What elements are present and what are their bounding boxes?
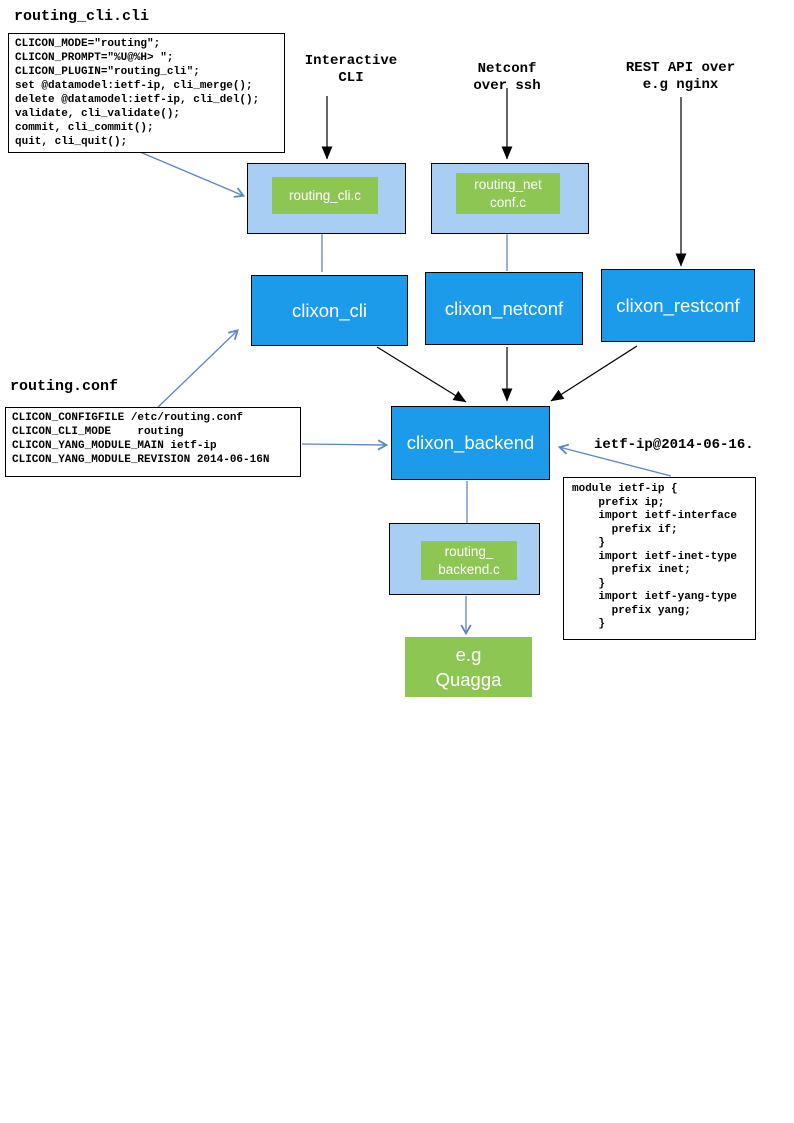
arrow-restconf-to-backend [550, 345, 638, 402]
node-quagga: e.g Quagga [405, 637, 532, 697]
file-label-ietf-ip-revision: ietf-ip@2014-06-16. [594, 437, 754, 453]
node-clixon-backend: clixon_backend [391, 406, 550, 480]
node-routing-cli-c: routing_cli.c [272, 177, 378, 214]
code-block-routing-conf: CLICON_CONFIGFILE /etc/routing.conf CLIC… [5, 407, 301, 477]
node-routing-backend-c: routing_ backend.c [421, 541, 517, 580]
arrow-clifile-to-plugin-box [139, 151, 244, 196]
caption-netconf-over-ssh: Netconf over ssh [473, 61, 541, 94]
arrow-conffile-to-clixon-cli [154, 330, 238, 411]
file-title-routing-conf: routing.conf [10, 378, 119, 395]
arrow-cli-to-backend [376, 346, 467, 403]
file-title-routing-cli-cli: routing_cli.cli [14, 8, 150, 25]
node-routing-netconf-c: routing_net conf.c [456, 173, 560, 214]
node-clixon-cli: clixon_cli [251, 275, 408, 346]
arrow-yangfile-to-backend [559, 447, 672, 477]
caption-interactive-cli: Interactive CLI [304, 53, 398, 86]
node-clixon-netconf: clixon_netconf [425, 272, 583, 345]
code-block-ietf-ip-yang: module ietf-ip { prefix ip; import ietf-… [563, 477, 756, 640]
node-clixon-restconf: clixon_restconf [601, 269, 755, 342]
caption-rest-api-nginx: REST API over e.g nginx [625, 60, 736, 93]
arrow-conffile-to-backend [301, 444, 387, 445]
code-block-routing-cli-cli: CLICON_MODE="routing"; CLICON_PROMPT="%U… [8, 33, 285, 153]
